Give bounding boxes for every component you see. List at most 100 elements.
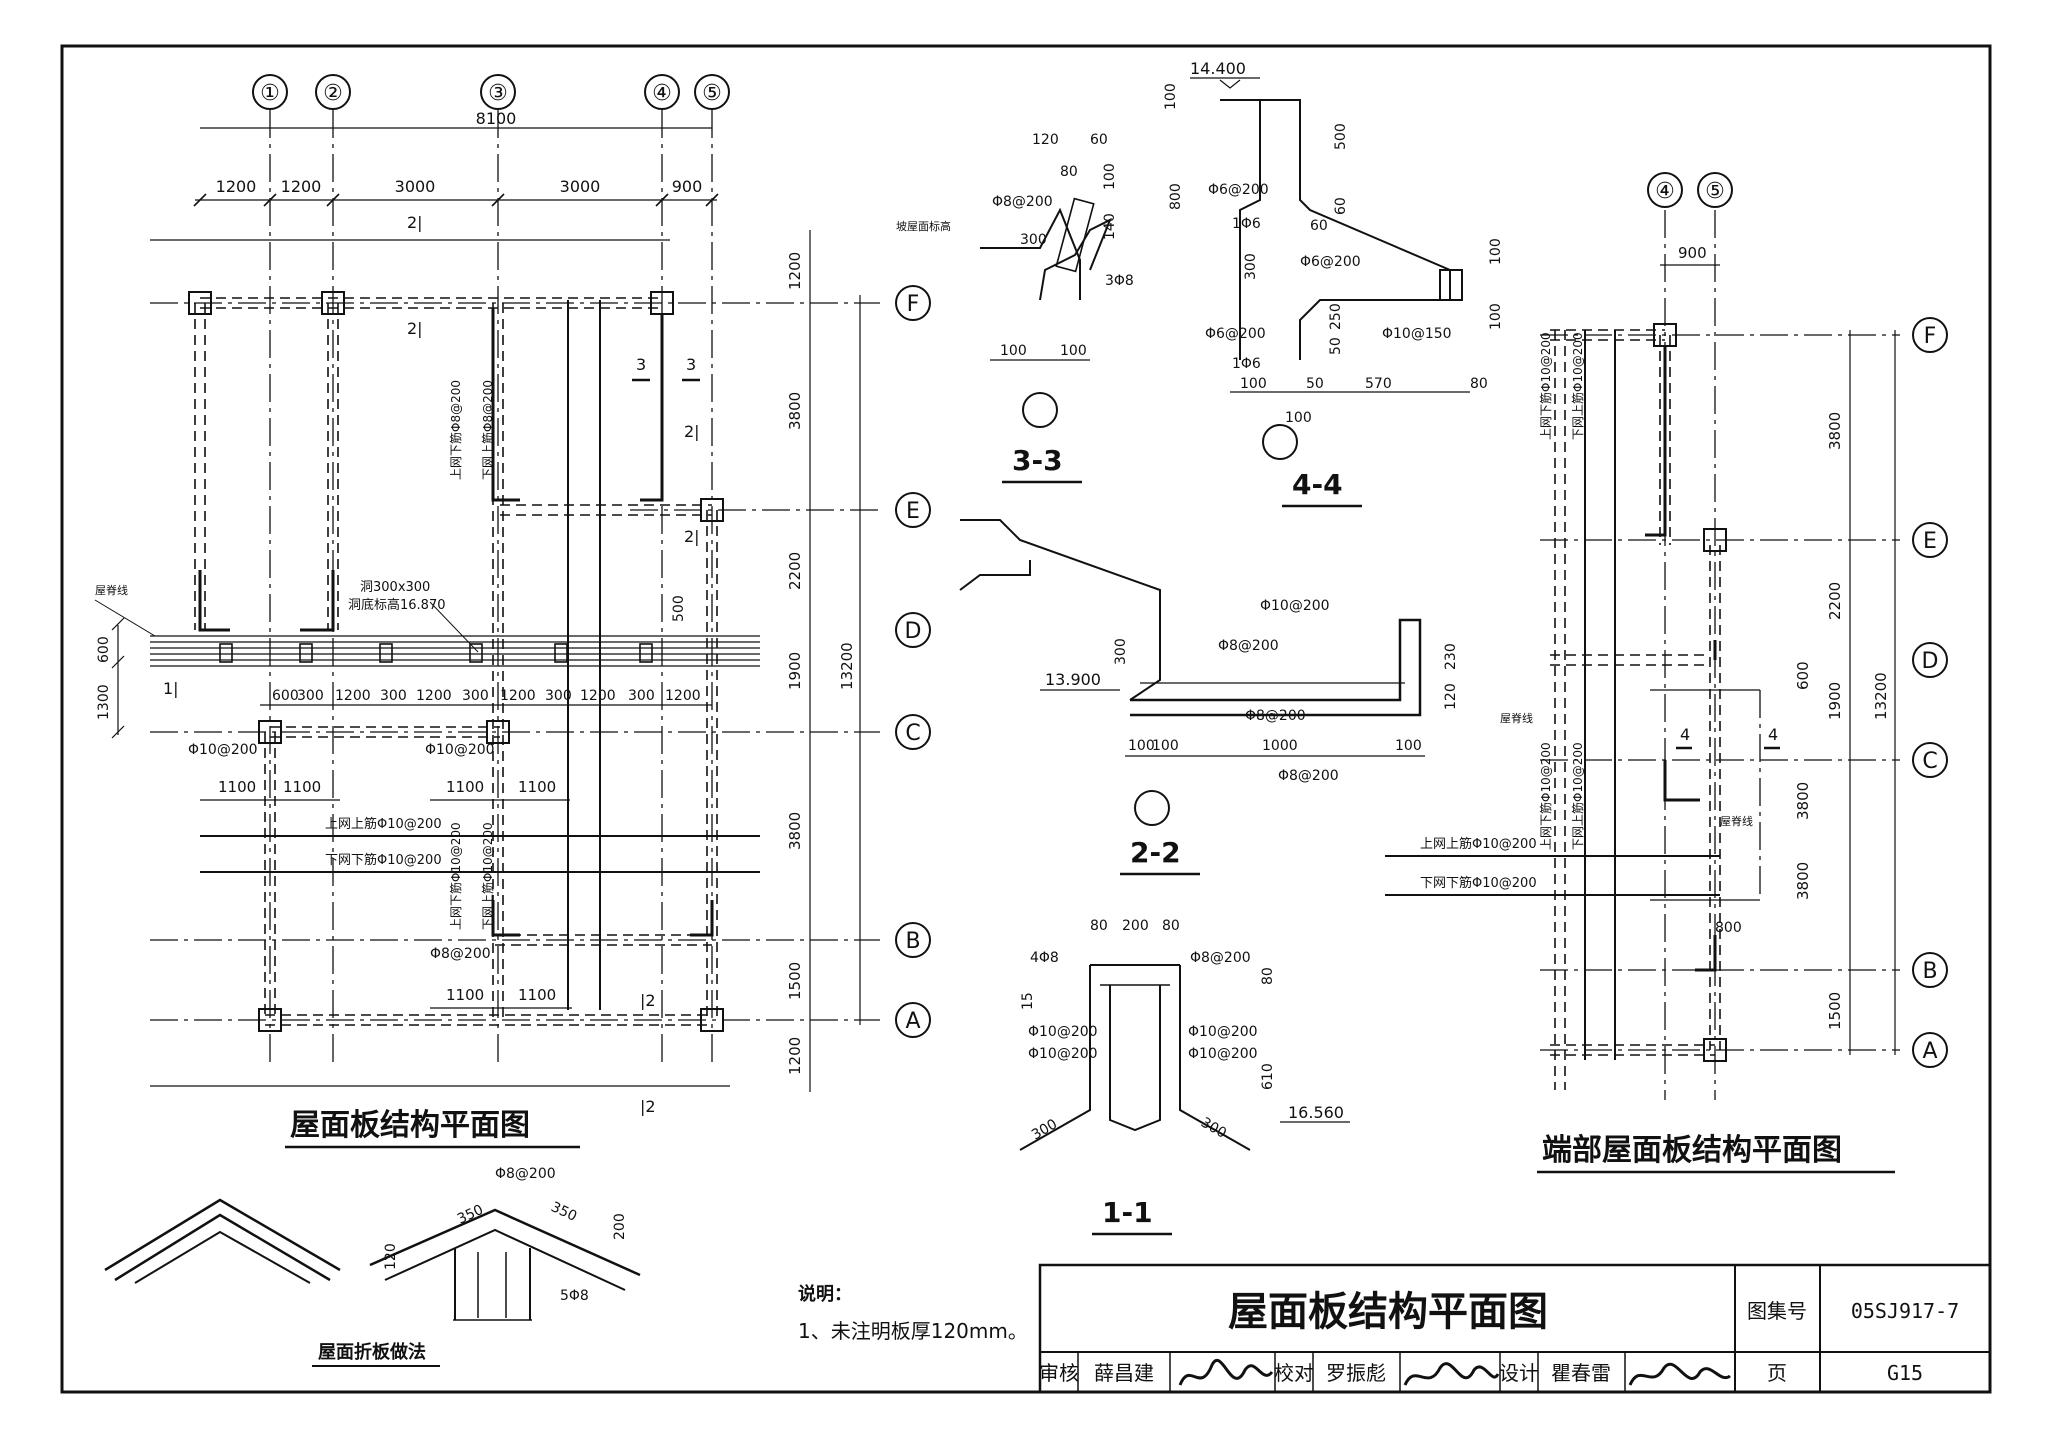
section-4-4-title: 4-4 xyxy=(1292,468,1343,501)
rebar-label: Φ8@200 xyxy=(992,194,1053,210)
end-plan: ④ ⑤ 900 xyxy=(1385,172,1948,1174)
dim-600: 600 xyxy=(96,636,112,663)
section-mark-4: 4 xyxy=(1768,725,1778,744)
dim-right: 1500 xyxy=(1826,992,1844,1030)
rebar-label-v3: 上网下筋Φ10@200 xyxy=(448,822,463,930)
main-right-dims: 1200 3800 2200 1900 3800 1500 1200 13200 xyxy=(786,230,861,1092)
dim-80: 80 xyxy=(1260,967,1276,985)
rebar-label-v2: 下网上筋Φ8@200 xyxy=(480,380,495,480)
row-axis-E: E xyxy=(906,499,920,524)
row-axis-A: A xyxy=(905,1009,920,1034)
notes: 说明： 1、未注明板厚120mm。 xyxy=(798,1283,1028,1343)
end-bottom-rebar-label: 下网下筋Φ10@200 xyxy=(1420,875,1537,891)
dim-300: 300 xyxy=(1020,232,1047,248)
strip-dim: 300 xyxy=(545,688,572,704)
dim-1100: 1100 xyxy=(518,986,556,1004)
checker-name: 罗振彪 xyxy=(1326,1361,1386,1385)
row-axis-C: C xyxy=(905,721,920,746)
end-rebar-label-v4: 下网上筋Φ10@200 xyxy=(1570,742,1585,850)
section-mark-4: 4 xyxy=(1680,725,1690,744)
rebar-label: 1Φ6 xyxy=(1232,216,1261,232)
dim-right: 1900 xyxy=(786,652,804,690)
rebar-label: Φ10@200 xyxy=(1188,1024,1258,1040)
row-axis-B: B xyxy=(905,929,920,954)
rebar-label: 4Φ8 xyxy=(1030,950,1059,966)
level-14400: 14.400 xyxy=(1190,59,1246,78)
axis-2: ② xyxy=(323,81,343,106)
dim-800: 800 xyxy=(1168,183,1184,210)
fold-detail: 350 350 200 120 Φ8@200 5Φ8 屋面折板做法 xyxy=(104,1166,641,1367)
dim-80: 80 xyxy=(1090,918,1108,934)
section-mark-2: 2| xyxy=(684,527,700,546)
rebar-label: Φ10@200 xyxy=(1028,1024,1098,1040)
section-3-3: 120 60 80 100 140 Φ8@200 3Φ8 坡屋面标高 300 1… xyxy=(896,132,1134,484)
section-mark-2b: |2 xyxy=(640,991,656,1010)
dim-100: 100 xyxy=(1000,343,1027,359)
ridge-strip xyxy=(150,635,760,667)
strip-dim: 600 xyxy=(272,688,299,704)
rebar-label: Φ10@150 xyxy=(1382,326,1452,342)
end-top-rebar-label: 上网上筋Φ10@200 xyxy=(1420,836,1537,852)
axis-3: ③ xyxy=(488,81,508,106)
dim-230: 230 xyxy=(1443,643,1459,670)
section-mark-2: 2| xyxy=(407,319,423,338)
dim-total-height: 13200 xyxy=(838,642,856,690)
main-top-dims: 8100 1200 1200 3000 3000 900 xyxy=(193,109,719,207)
level-13900: 13.900 xyxy=(1045,670,1101,689)
opening-label: 洞300x300 xyxy=(360,580,430,595)
dim-350: 350 xyxy=(548,1199,579,1225)
axis-5: ⑤ xyxy=(702,81,722,106)
main-axis-bubbles: ① ② ③ ④ ⑤ xyxy=(252,74,730,110)
dim-200: 200 xyxy=(612,1213,628,1240)
main-plan-title: 屋面板结构平面图 xyxy=(290,1108,530,1143)
dim-100: 100 xyxy=(1285,410,1312,426)
dim-bay-3: 3000 xyxy=(395,177,436,196)
dim-100: 100 xyxy=(1102,163,1118,190)
section-mark-2b: |2 xyxy=(640,1097,656,1116)
dim-1100: 1100 xyxy=(283,778,321,796)
dim-bay-1: 1200 xyxy=(216,177,257,196)
checker-signature xyxy=(1403,1362,1500,1386)
dim-100: 100 xyxy=(1488,303,1504,330)
rebar-label-c2: Φ10@200 xyxy=(425,742,495,758)
section-1-1-title: 1-1 xyxy=(1102,1196,1153,1229)
section-3-3-title: 3-3 xyxy=(1012,444,1063,477)
end-rebar-label-v2: 下网上筋Φ10@200 xyxy=(1570,332,1585,440)
dim-300: 300 xyxy=(1029,1116,1060,1143)
strip-dim: 1200 xyxy=(416,688,452,704)
strip-dim: 300 xyxy=(297,688,324,704)
dim-300: 300 xyxy=(1243,253,1259,280)
section-mark-1: 1| xyxy=(163,679,179,698)
end-row-axis-E: E xyxy=(1923,529,1937,554)
dim-15: 15 xyxy=(1020,992,1036,1010)
rebar-label: 1Φ6 xyxy=(1232,356,1261,372)
notes-item-1: 1、未注明板厚120mm。 xyxy=(798,1319,1028,1343)
end-row-axis-B: B xyxy=(1922,959,1937,984)
dim-1100: 1100 xyxy=(446,778,484,796)
main-plan: ① ② ③ ④ ⑤ 8100 1200 1200 3000 3000 xyxy=(94,74,931,1149)
dim-1100: 1100 xyxy=(518,778,556,796)
fold-detail-title: 屋面折板做法 xyxy=(318,1341,426,1363)
end-row-axis-F: F xyxy=(1924,324,1937,349)
dim-right: 2200 xyxy=(786,552,804,590)
dim-100: 100 xyxy=(1240,376,1267,392)
level-16560: 16.560 xyxy=(1288,1103,1344,1122)
section-mark-3: 3 xyxy=(636,355,646,374)
dim-350: 350 xyxy=(455,1202,486,1228)
rebar-label: 5Φ8 xyxy=(560,1288,589,1304)
strip-dim: 300 xyxy=(380,688,407,704)
dim-100: 100 xyxy=(1128,738,1155,754)
dim-right: 3800 xyxy=(786,392,804,430)
end-row-axis-C: C xyxy=(1922,749,1937,774)
ridge-label: 屋脊线 xyxy=(95,583,128,597)
dim-right: 1200 xyxy=(786,252,804,290)
end-axis-5: ⑤ xyxy=(1705,179,1725,204)
rebar-label: Φ8@200 xyxy=(495,1166,556,1182)
dim-50: 50 xyxy=(1306,376,1324,392)
dim-right: 1500 xyxy=(786,962,804,1000)
dim-100: 100 xyxy=(1152,738,1179,754)
title-block: 屋面板结构平面图 图集号 05SJ917-7 页 G15 审核 薛昌建 校对 罗… xyxy=(1038,1263,1992,1394)
end-dim-total: 13200 xyxy=(1872,672,1890,720)
dim-900: 900 xyxy=(1678,244,1707,262)
dim-610: 610 xyxy=(1260,1063,1276,1090)
